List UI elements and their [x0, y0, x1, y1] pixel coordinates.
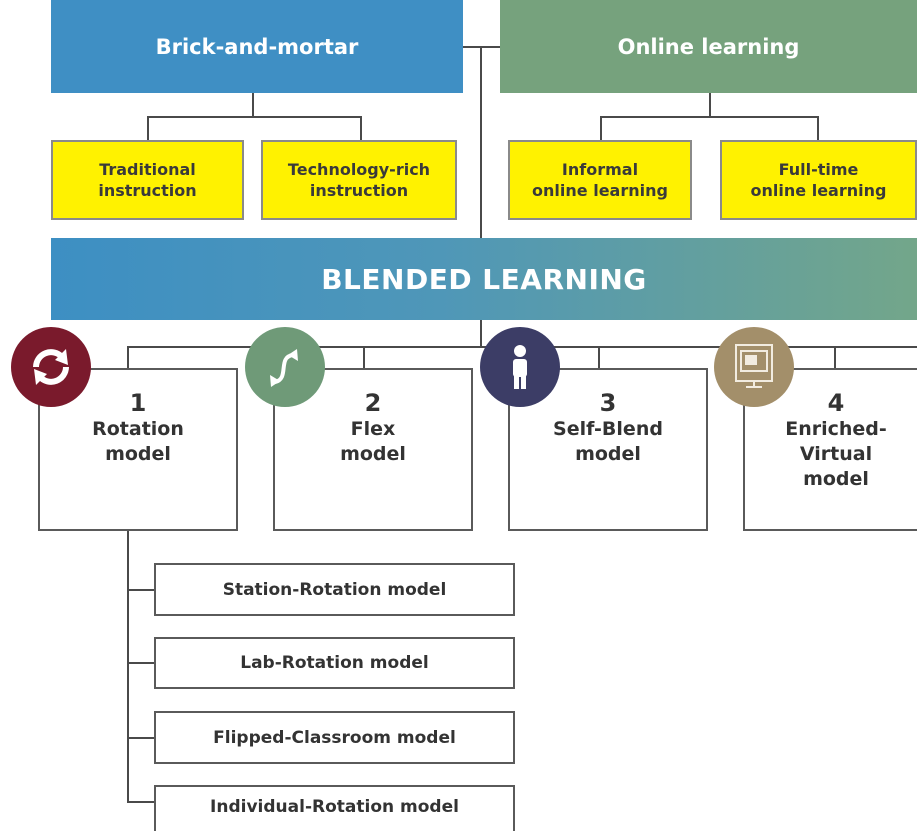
model-box-flex: 2 Flex model	[273, 368, 473, 531]
rotation-arrows-icon	[11, 327, 91, 407]
informal-line-2: online learning	[532, 181, 668, 200]
computer-screen-icon	[714, 327, 794, 407]
full-time-line-1: Full-time	[778, 160, 859, 179]
model-label-3-line-1: Self-Blend	[553, 418, 663, 440]
rotation-subtype-individual: Individual-Rotation model	[154, 785, 515, 831]
model-number-1: 1	[129, 389, 147, 417]
flex-arrow-icon	[245, 327, 325, 407]
connector-brick-right-drop	[360, 116, 362, 141]
model-number-3: 3	[599, 389, 617, 417]
blended-learning-banner: BLENDED LEARNING	[51, 238, 917, 320]
traditional-line-2: instruction	[98, 181, 197, 200]
connector-model-drop-3	[598, 346, 600, 368]
model-number-4: 4	[827, 389, 845, 417]
connector-rotation-branch-2	[127, 662, 154, 664]
model-label-4-line-1: Enriched-	[785, 418, 887, 440]
connector-rotation-branch-4	[127, 801, 154, 803]
rotation-subtype-station: Station-Rotation model	[154, 563, 515, 616]
model-box-rotation: 1 Rotation model	[38, 368, 238, 531]
connector-rotation-branch-3	[127, 737, 154, 739]
model-label-3-line-2: model	[575, 443, 641, 465]
technology-rich-line-1: Technology-rich	[287, 160, 431, 179]
person-icon	[480, 327, 560, 407]
brick-and-mortar-header: Brick-and-mortar	[51, 0, 463, 93]
brick-and-mortar-title: Brick-and-mortar	[155, 34, 359, 59]
blended-learning-title: BLENDED LEARNING	[321, 262, 647, 296]
model-label-4-line-3: model	[803, 468, 869, 490]
model-number-2: 2	[364, 389, 382, 417]
technology-rich-line-2: instruction	[309, 181, 409, 200]
model-label-2-line-2: model	[340, 443, 406, 465]
traditional-line-1: Traditional	[99, 160, 196, 179]
informal-line-1: Informal	[561, 160, 639, 179]
connector-center-trunk-upper	[480, 46, 482, 238]
connector-model-drop-1b	[127, 346, 129, 368]
model-label-4-line-2: Virtual	[799, 443, 873, 465]
connector-online-stem	[709, 93, 711, 117]
rotation-subtype-label: Individual-Rotation model	[210, 797, 459, 817]
connector-brick-left-drop	[147, 116, 149, 141]
connector-model-drop-4	[834, 346, 836, 368]
full-time-line-2: online learning	[750, 181, 887, 200]
model-label-2-line-1: Flex	[350, 418, 396, 440]
connector-brick-stem	[252, 93, 254, 117]
connector-rotation-trunk	[127, 530, 129, 802]
connector-model-drop-2	[363, 346, 365, 368]
online-learning-header: Online learning	[500, 0, 917, 93]
traditional-instruction-box: Traditional instruction	[51, 140, 244, 220]
connector-online-right-drop	[817, 116, 819, 141]
connector-online-left-drop	[600, 116, 602, 141]
rotation-subtype-label: Station-Rotation model	[222, 579, 447, 600]
model-label-1-line-1: Rotation	[92, 418, 184, 440]
rotation-subtype-label: Flipped-Classroom model	[213, 727, 456, 748]
rotation-subtype-flipped-classroom: Flipped-Classroom model	[154, 711, 515, 764]
rotation-subtype-label: Lab-Rotation model	[240, 653, 429, 673]
rotation-subtype-lab: Lab-Rotation model	[154, 637, 515, 689]
connector-brick-bar	[147, 116, 362, 118]
full-time-online-learning-box: Full-time online learning	[720, 140, 917, 220]
connector-online-bar	[600, 116, 819, 118]
technology-rich-instruction-box: Technology-rich instruction	[261, 140, 457, 220]
informal-online-learning-box: Informal online learning	[508, 140, 692, 220]
model-label-1-line-2: model	[105, 443, 171, 465]
connector-rotation-branch-1	[127, 589, 154, 591]
online-learning-title: Online learning	[617, 34, 800, 59]
connector-center-trunk-lower	[480, 320, 482, 347]
